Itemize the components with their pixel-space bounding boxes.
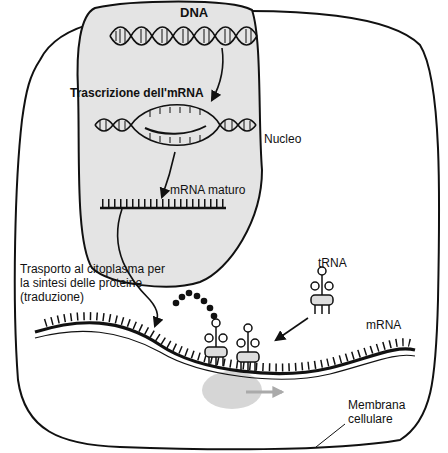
free-trna bbox=[311, 267, 333, 314]
nucleus-outline bbox=[70, 0, 315, 295]
maturation-arrow bbox=[162, 152, 175, 197]
export-arrow bbox=[118, 209, 158, 326]
node-label: Membrana cellulare bbox=[348, 398, 430, 426]
bound-trna bbox=[237, 324, 259, 371]
transcription-arrow bbox=[212, 48, 223, 100]
ribosome bbox=[202, 371, 262, 409]
transcription-bubble bbox=[95, 105, 256, 146]
mature-mrna bbox=[100, 203, 226, 208]
peptide-chain bbox=[173, 290, 218, 320]
leader-line bbox=[316, 424, 345, 447]
part-label: Trascrizione dell'mRNA bbox=[70, 86, 240, 100]
trna-arrow bbox=[276, 318, 308, 340]
bound-trna bbox=[205, 319, 227, 366]
part-label: mRNA maturo bbox=[170, 183, 270, 197]
cytoplasm-mrna bbox=[35, 316, 415, 379]
part-label: DNA bbox=[180, 6, 240, 20]
part-label: tRNA bbox=[318, 256, 368, 270]
node-label: Nucleo bbox=[264, 132, 324, 146]
dna-helix bbox=[110, 27, 257, 45]
part-label: Trasporto al citoplasma per la sintesi d… bbox=[20, 262, 168, 304]
part-label: mRNA bbox=[366, 318, 416, 332]
nucleus: Nucleo bbox=[70, 0, 315, 295]
ribosome-direction-arrow bbox=[246, 391, 282, 394]
